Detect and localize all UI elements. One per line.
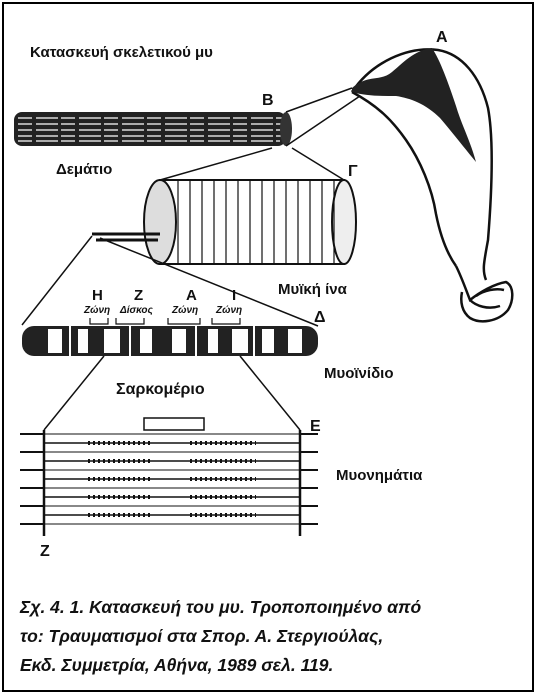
caption-line-1: Σχ. 4. 1. Κατασκευή του μυ. Τροποποιημέν… (20, 593, 525, 622)
band-h-letter: Η (92, 287, 103, 304)
shoulder-muscle-shading (352, 48, 476, 162)
band-h-sub: Ζώνη (83, 305, 110, 316)
label-a: Α (436, 29, 448, 46)
diagram-title: Κατασκευή σκελετικού μυ (30, 44, 213, 61)
myofibril (22, 326, 318, 356)
band-z-sub: Δίσκος (119, 305, 154, 316)
muscle-structure-diagram: Κατασκευή σκελετικού μυ (0, 0, 538, 590)
band-z-letter: Ζ (134, 287, 143, 304)
caption-line-2: το: Τραυματισμοί στα Σπορ. Α. Στεργιούλα… (20, 622, 525, 651)
myofilament-array (20, 418, 318, 536)
figure-caption: Σχ. 4. 1. Κατασκευή του μυ. Τροποποιημέν… (20, 593, 525, 680)
band-a-letter: Α (186, 287, 197, 304)
label-b: Β (262, 92, 274, 109)
label-d: Δ (314, 309, 326, 326)
label-e: Ε (310, 418, 321, 435)
myofibril-label: Μυοϊνίδιο (324, 365, 394, 382)
label-g: Γ (348, 163, 358, 180)
muscle-fiber-label: Μυϊκή ίνα (278, 281, 348, 298)
band-i-letter: Ι (232, 287, 236, 304)
myofilaments-label: Μυονημάτια (336, 467, 423, 484)
label-z: Ζ (40, 543, 50, 560)
band-i-sub: Ζώνη (215, 305, 242, 316)
fascicle-bundle (14, 112, 292, 146)
band-a-sub: Ζώνη (171, 305, 198, 316)
sarcomere-label: Σαρκομέριο (116, 381, 205, 398)
caption-line-3: Εκδ. Συμμετρία, Αθήνα, 1989 σελ. 119. (20, 651, 525, 680)
fascicle-label: Δεμάτιο (56, 161, 112, 178)
